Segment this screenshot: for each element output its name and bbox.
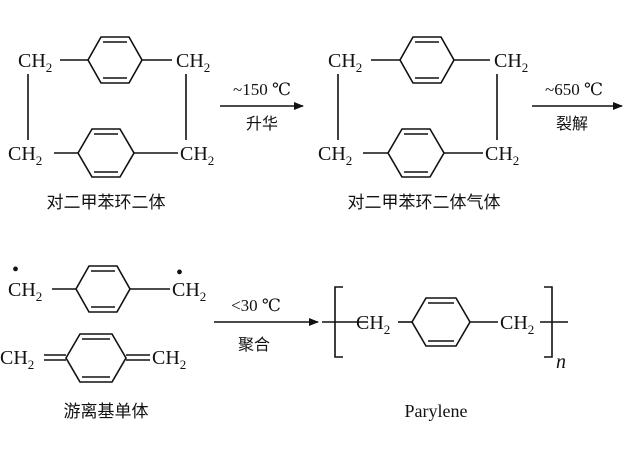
ch2-label-top-right: CH2 <box>176 50 210 75</box>
ch2-radical-left: CH2 <box>8 279 42 304</box>
radical-dot: • <box>12 259 19 281</box>
reaction-arrow-sublimation: ~150 ℃ 升华 <box>220 80 304 133</box>
ch2-label-left: CH2 <box>356 312 390 337</box>
ch2-label-bottom-right: CH2 <box>485 143 519 168</box>
dimer-structure: CH2 CH2 CH2 CH2 <box>8 36 214 178</box>
parylene-polymer-structure: CH2 CH2 n <box>322 286 568 373</box>
condition-process: 裂解 <box>556 114 588 133</box>
benzene-ring <box>411 297 471 347</box>
ch2-label-bottom-left: CH2 <box>8 143 42 168</box>
caption-dimer-gas: 对二甲苯环二体气体 <box>348 193 501 213</box>
ch2-label-bottom-right: CH2 <box>180 143 214 168</box>
repeat-bracket-left <box>334 286 343 358</box>
benzene-ring-top <box>87 36 143 84</box>
condition-temp: ~650 ℃ <box>545 80 603 99</box>
benzene-ring-top <box>399 36 455 84</box>
caption-monomer: 游离基单体 <box>64 402 149 422</box>
caption-parylene: Parylene <box>405 401 468 421</box>
caption-dimer: 对二甲苯环二体 <box>47 193 166 213</box>
condition-temp: ~150 ℃ <box>233 80 291 99</box>
ch2-label-top-left: CH2 <box>18 50 52 75</box>
benzene-ring-bottom <box>77 128 135 178</box>
dimer-gas-structure: CH2 CH2 CH2 CH2 <box>318 36 528 178</box>
ch2-label-left: CH2 <box>0 347 34 372</box>
condition-process: 聚合 <box>238 335 270 354</box>
radical-dot: • <box>176 262 183 284</box>
reaction-arrow-polymerization: <30 ℃ 聚合 <box>214 296 319 354</box>
condition-process: 升华 <box>246 114 278 133</box>
repeat-index-n: n <box>556 351 566 373</box>
ch2-radical-right: CH2 <box>172 279 206 304</box>
benzene-ring <box>75 265 131 313</box>
ch2-label-top-right: CH2 <box>494 50 528 75</box>
ch2-label-right: CH2 <box>152 347 186 372</box>
benzene-ring-bottom <box>387 128 445 178</box>
condition-temp: <30 ℃ <box>231 296 281 315</box>
quinodimethane-structure: CH2 CH2 <box>0 333 186 383</box>
ch2-label-top-left: CH2 <box>328 50 362 75</box>
ch2-label-bottom-left: CH2 <box>318 143 352 168</box>
radical-monomer-structure: • CH2 • CH2 <box>8 259 206 313</box>
quinoid-ring <box>65 333 127 383</box>
repeat-bracket-right <box>544 286 553 358</box>
ch2-label-right: CH2 <box>500 312 534 337</box>
reaction-arrow-pyrolysis: ~650 ℃ 裂解 <box>532 80 623 133</box>
